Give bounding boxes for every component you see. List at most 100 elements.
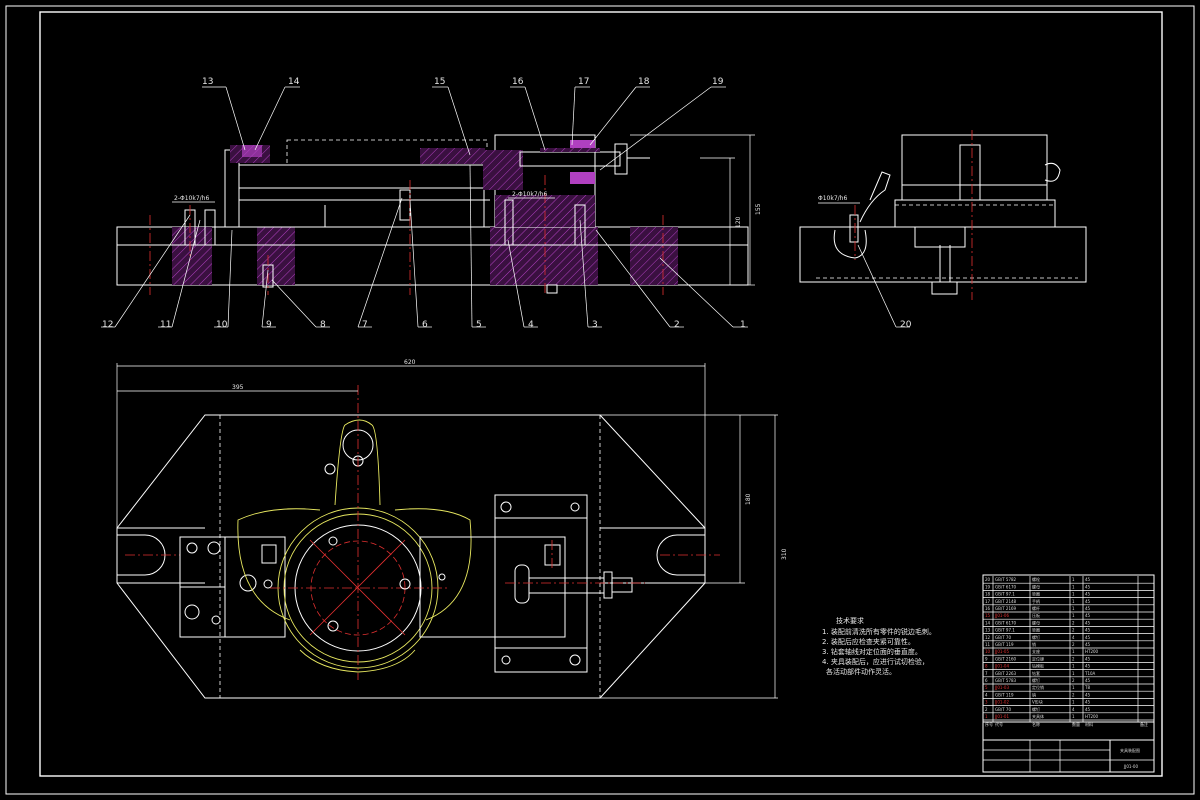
front-view — [116, 134, 755, 295]
bom-cell-code: JJ01-01 — [994, 714, 1009, 719]
bom-cell-material: T8 — [1084, 685, 1090, 690]
side-view — [799, 130, 1087, 300]
bom-cell-qty: 2 — [1072, 678, 1075, 683]
bom-cell-code: GB/T 97.1 — [995, 628, 1015, 633]
fit-annotation-3: Φ10k7/h6 — [818, 195, 847, 202]
bom-cell-code: JJ01-04 — [994, 664, 1009, 669]
bom-cell-no: 8 — [985, 664, 988, 669]
bom-cell-qty: 1 — [1072, 714, 1075, 719]
bom-cell-no: 9 — [985, 656, 988, 661]
bom-cell-no: 5 — [985, 685, 988, 690]
bom-cell-qty: 1 — [1072, 671, 1075, 676]
bom-cell-material: 45 — [1085, 613, 1091, 618]
bom-cell-code: GB/T 5783 — [995, 678, 1017, 683]
bom-cell-name: 螺母 — [1032, 619, 1040, 625]
bom-cell-code: GB/T 119 — [995, 642, 1014, 647]
bom-cell-name: 螺杆 — [1032, 605, 1040, 611]
bom-cell-qty: 1 — [1072, 599, 1075, 604]
bom-cell-qty: 1 — [1072, 613, 1075, 618]
bom-cell-name: 螺钉 — [1032, 677, 1040, 683]
bom-cell-no: 15 — [985, 613, 991, 618]
width-dimension-half: 395 — [232, 384, 244, 391]
balloon-5: 5 — [476, 320, 482, 330]
tech-req-item: 1. 装配前清洗所有零件的锐边毛刺。 — [822, 627, 936, 636]
bom-cell-material: HT200 — [1085, 714, 1099, 719]
bom-cell-code: GB/T 119 — [995, 692, 1014, 697]
tech-req-heading: 技术要求 — [836, 616, 864, 625]
balloon-6: 6 — [422, 320, 428, 330]
bom-cell-code: GB/T 70 — [995, 707, 1011, 712]
bom-cell-material: 45 — [1085, 599, 1091, 604]
balloon-13: 13 — [202, 77, 213, 87]
balloon-leaders — [101, 86, 910, 328]
bom-cell-material: 45 — [1085, 577, 1091, 582]
tech-req-item: 4. 夹具装配后，应进行试切检验， — [822, 657, 929, 666]
bom-cell-name: 定位销 — [1032, 684, 1044, 690]
bom-cell-name: 钻套 — [1032, 670, 1040, 676]
bom-cell-material: 45 — [1085, 584, 1091, 589]
bom-cell-no: 16 — [985, 606, 991, 611]
bom-cell-no: 13 — [985, 628, 991, 633]
bom-header-material: 材料 — [1085, 721, 1093, 727]
width-dimension-total: 620 — [404, 359, 416, 366]
bom-header-code: 代号 — [995, 721, 1003, 727]
bom-cell-qty: 1 — [1072, 592, 1075, 597]
bom-cell-code: JJ01-03 — [994, 685, 1009, 690]
bom-cell-code: GB/T 2160 — [995, 656, 1017, 661]
bom-cell-code: GB/T 2263 — [995, 671, 1017, 676]
height-dimension-120: 120 — [735, 216, 742, 228]
bom-cell-qty: 2 — [1072, 628, 1075, 633]
bom-cell-qty: 1 — [1072, 700, 1075, 705]
bom-cell-code: GB/T 2169 — [995, 606, 1017, 611]
drawing-number: JJ01-00 — [1123, 764, 1138, 769]
bom-cell-no: 11 — [985, 642, 991, 647]
bom-cell-material: 45 — [1085, 656, 1091, 661]
bom-cell-code: GB/T 6170 — [995, 584, 1017, 589]
workpiece-outline — [237, 419, 472, 673]
bom-cell-no: 4 — [985, 692, 988, 697]
balloon-20: 20 — [900, 320, 912, 330]
bom-cell-material: 45 — [1085, 692, 1091, 697]
fit-annotation-2: 2-Φ10k7/h6 — [512, 191, 547, 198]
balloon-19: 19 — [712, 77, 724, 87]
bom-cell-qty: 1 — [1072, 685, 1075, 690]
bom-cell-material: 45 — [1085, 592, 1091, 597]
top-view — [116, 363, 778, 699]
bom-cell-no: 12 — [985, 635, 991, 640]
bom-cell-name: 螺母 — [1032, 583, 1040, 589]
bom-cell-no: 2 — [985, 707, 988, 712]
bom-cell-name: 夹具体 — [1032, 713, 1044, 719]
bom-cell-material: 45 — [1085, 707, 1091, 712]
balloon-9: 9 — [266, 320, 272, 330]
bom-cell-name: 钻模板 — [1032, 663, 1044, 669]
tech-req-item: 各活动部件动作灵活。 — [826, 667, 896, 676]
drawing-name: 夹具装配图 — [1120, 747, 1140, 753]
bom-cell-name: 定位键 — [1032, 655, 1044, 661]
bom-header-qty: 数量 — [1072, 721, 1080, 727]
bom-cell-name: 销 — [1032, 641, 1036, 647]
bom-cell-name: 垫圈 — [1032, 591, 1040, 597]
bom-header-remark: 备注 — [1140, 721, 1148, 727]
balloon-12: 12 — [102, 320, 113, 330]
bom-cell-material: 45 — [1085, 700, 1091, 705]
bom-cell-no: 6 — [985, 678, 988, 683]
balloon-4: 4 — [528, 320, 534, 330]
bom-cell-code: GB/T 70 — [995, 635, 1011, 640]
bom-header-no: 序号 — [985, 721, 993, 727]
balloon-16: 16 — [512, 77, 524, 87]
bom-cell-name: 手柄 — [1032, 598, 1040, 604]
bom-cell-no: 10 — [985, 649, 991, 654]
bom-cell-no: 19 — [985, 584, 991, 589]
bom-cell-qty: 2 — [1072, 656, 1075, 661]
balloon-8: 8 — [320, 320, 326, 330]
balloon-17: 17 — [578, 77, 589, 87]
balloon-14: 14 — [288, 77, 300, 87]
technical-requirements: 技术要求 1. 装配前清洗所有零件的锐边毛刺。 2. 装配后应检查夹紧可靠性。 … — [822, 616, 936, 676]
bom-cell-code: GB/T 5782 — [995, 577, 1017, 582]
inner-frame — [39, 11, 1163, 777]
bom-cell-no: 20 — [985, 577, 991, 582]
balloon-1: 1 — [740, 320, 746, 330]
fit-annotation-1: 2-Φ10k7/h6 — [174, 195, 209, 202]
